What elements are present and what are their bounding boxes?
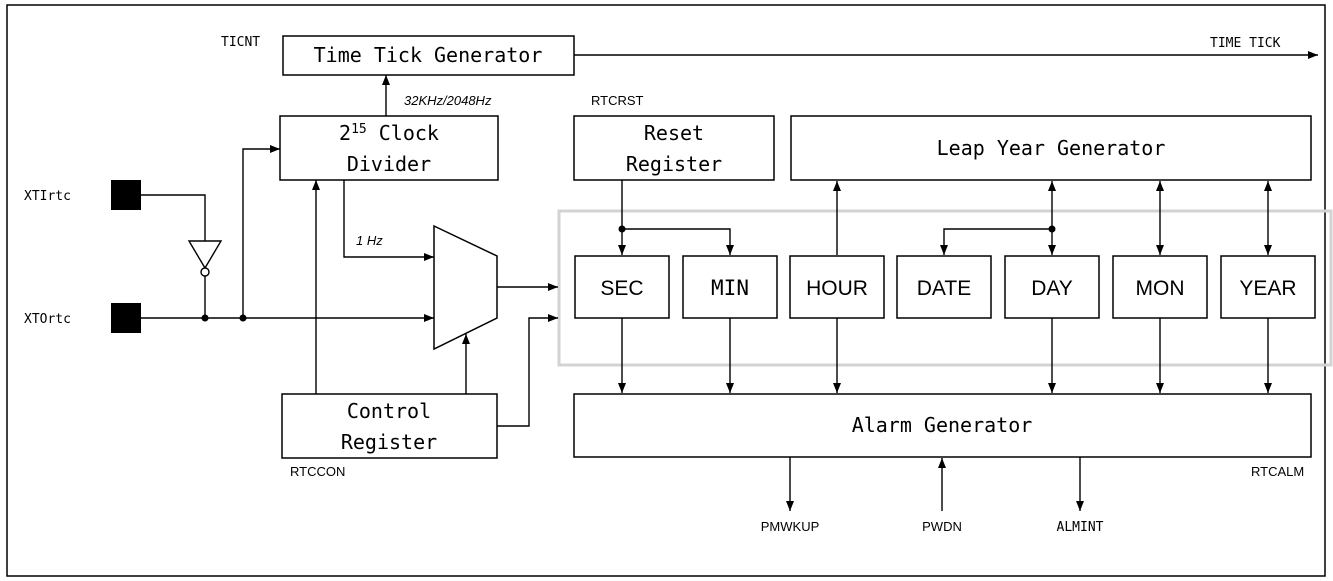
wires — [141, 51, 1318, 511]
frequency-label: 32KHz/2048Hz — [404, 93, 492, 108]
almint-label: ALMINT — [1057, 520, 1104, 535]
control-register-block — [281, 393, 498, 459]
clock-divider-label-line2: Divider — [347, 152, 431, 176]
xtortc-pad — [111, 303, 141, 333]
xtirtc-pad — [111, 180, 141, 210]
rtccon-label: RTCCON — [290, 464, 345, 479]
rtcalm-label: RTCALM — [1251, 464, 1304, 479]
control-register-label-line1: Control — [347, 399, 431, 423]
control-register-label-line2: Register — [341, 430, 437, 454]
day-register — [1004, 255, 1100, 319]
inverter-buffer-icon — [187, 240, 223, 277]
diagram-frame — [6, 4, 1326, 577]
date-register — [896, 255, 992, 319]
mon-register-label: MON — [1136, 277, 1185, 300]
reset-register-label-line2: Register — [626, 152, 722, 176]
register-group-border — [557, 209, 1333, 367]
time-tick-generator-block — [282, 35, 575, 76]
xtirtc-label: XTIrtc — [24, 189, 71, 204]
day-register-label: DAY — [1031, 277, 1073, 300]
min-register-label: MIN — [711, 276, 749, 300]
junction-dots — [201, 225, 1056, 322]
alarm-generator-block — [573, 393, 1312, 458]
reset-register-block — [573, 115, 775, 181]
clock-divider-text: Clock — [367, 121, 439, 145]
leap-year-generator-label: Leap Year Generator — [937, 136, 1166, 160]
min-register — [682, 255, 778, 319]
reset-register-label-line1: Reset — [644, 121, 704, 145]
hour-register-label: HOUR — [806, 277, 868, 300]
rtcrst-label: RTCRST — [591, 93, 644, 108]
ticnt-label: TICNT — [221, 35, 260, 50]
clock-divider-block — [279, 115, 499, 181]
leap-year-generator-block — [790, 115, 1312, 181]
sec-register-label: SEC — [600, 277, 643, 300]
pmwkup-label: PMWKUP — [761, 519, 820, 534]
year-register — [1220, 255, 1316, 319]
pwdn-label: PWDN — [922, 519, 962, 534]
clock-divider-exponent: 15 — [351, 122, 367, 137]
time-tick-label: TIME TICK — [1210, 36, 1281, 51]
clock-divider-label-line1: 215 Clock — [339, 121, 439, 145]
sec-register — [574, 255, 670, 319]
mon-register — [1112, 255, 1208, 319]
year-register-label: YEAR — [1239, 277, 1296, 300]
xtortc-label: XTOrtc — [24, 312, 71, 327]
date-register-label: DATE — [917, 277, 971, 300]
clock-divider-base: 2 — [339, 121, 351, 145]
alarm-generator-label: Alarm Generator — [852, 413, 1033, 437]
clock-multiplexer — [433, 224, 498, 351]
time-tick-generator-label: Time Tick Generator — [314, 43, 543, 67]
hour-register — [789, 255, 885, 319]
one-hz-label: 1 Hz — [356, 233, 383, 248]
